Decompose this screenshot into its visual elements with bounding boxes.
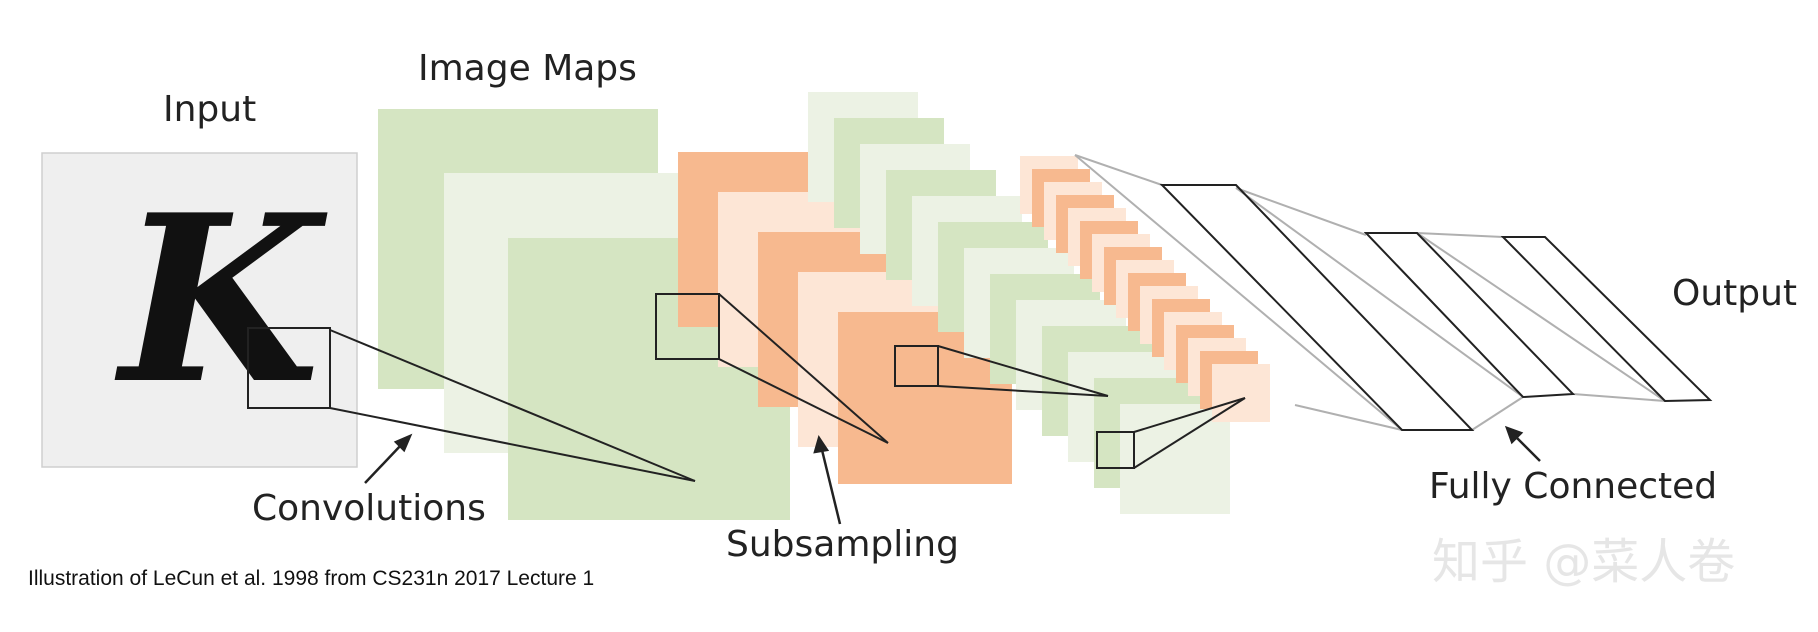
projection-line [329,329,696,482]
subsample2-maps [1020,156,1270,422]
fc-link [1235,187,1524,398]
projection-lines [329,293,1246,482]
fc-link [1416,232,1504,238]
arrow-fully-connected [1514,435,1541,462]
input-glyph: K [114,165,328,435]
conv2-map [1120,404,1230,514]
fc-link [1074,154,1163,186]
label-convolutions: Convolutions [252,488,486,529]
arrow-subsampling-head [813,435,830,454]
fc-link [1471,396,1524,431]
fc-link [1416,232,1666,402]
projection-line [1133,397,1246,469]
conv2-receptive-field [1096,431,1135,469]
conv2-maps [808,92,1230,514]
fc-link [1235,187,1367,236]
watermark: 知乎 @菜人卷 [1432,534,1735,590]
arrows [364,425,1541,525]
fc-layer-3 [1500,236,1713,403]
subsample1-receptive-field [894,345,939,387]
projection-line [718,293,889,444]
label-image-maps: Image Maps [418,48,637,89]
arrow-convolutions [364,443,403,484]
caption: Illustration of LeCun et al. 1998 from C… [28,567,594,590]
label-fully-connected: Fully Connected [1429,466,1717,507]
label-subsampling: Subsampling [726,524,959,565]
label-output: Output [1672,273,1797,314]
projection-line [329,407,696,482]
fc-link [1074,154,1403,431]
conv1-receptive-field [655,293,720,360]
arrow-subsampling [820,449,842,525]
fc-layer-1 [1159,184,1475,431]
fc-links [1074,154,1666,431]
fc-link [1294,404,1403,431]
input-receptive-field [247,327,331,409]
projection-line [937,345,1109,397]
fc-layer-2 [1363,232,1576,399]
arrow-convolutions-head [393,433,413,453]
arrow-fully-connected-head [1504,425,1524,445]
projection-line [937,385,1109,397]
projection-line [1133,397,1246,433]
fully-connected-layers [1074,154,1713,431]
input-panel [41,152,358,468]
fc-link [1572,393,1666,402]
projection-line [718,358,889,444]
label-input: Input [163,89,256,130]
